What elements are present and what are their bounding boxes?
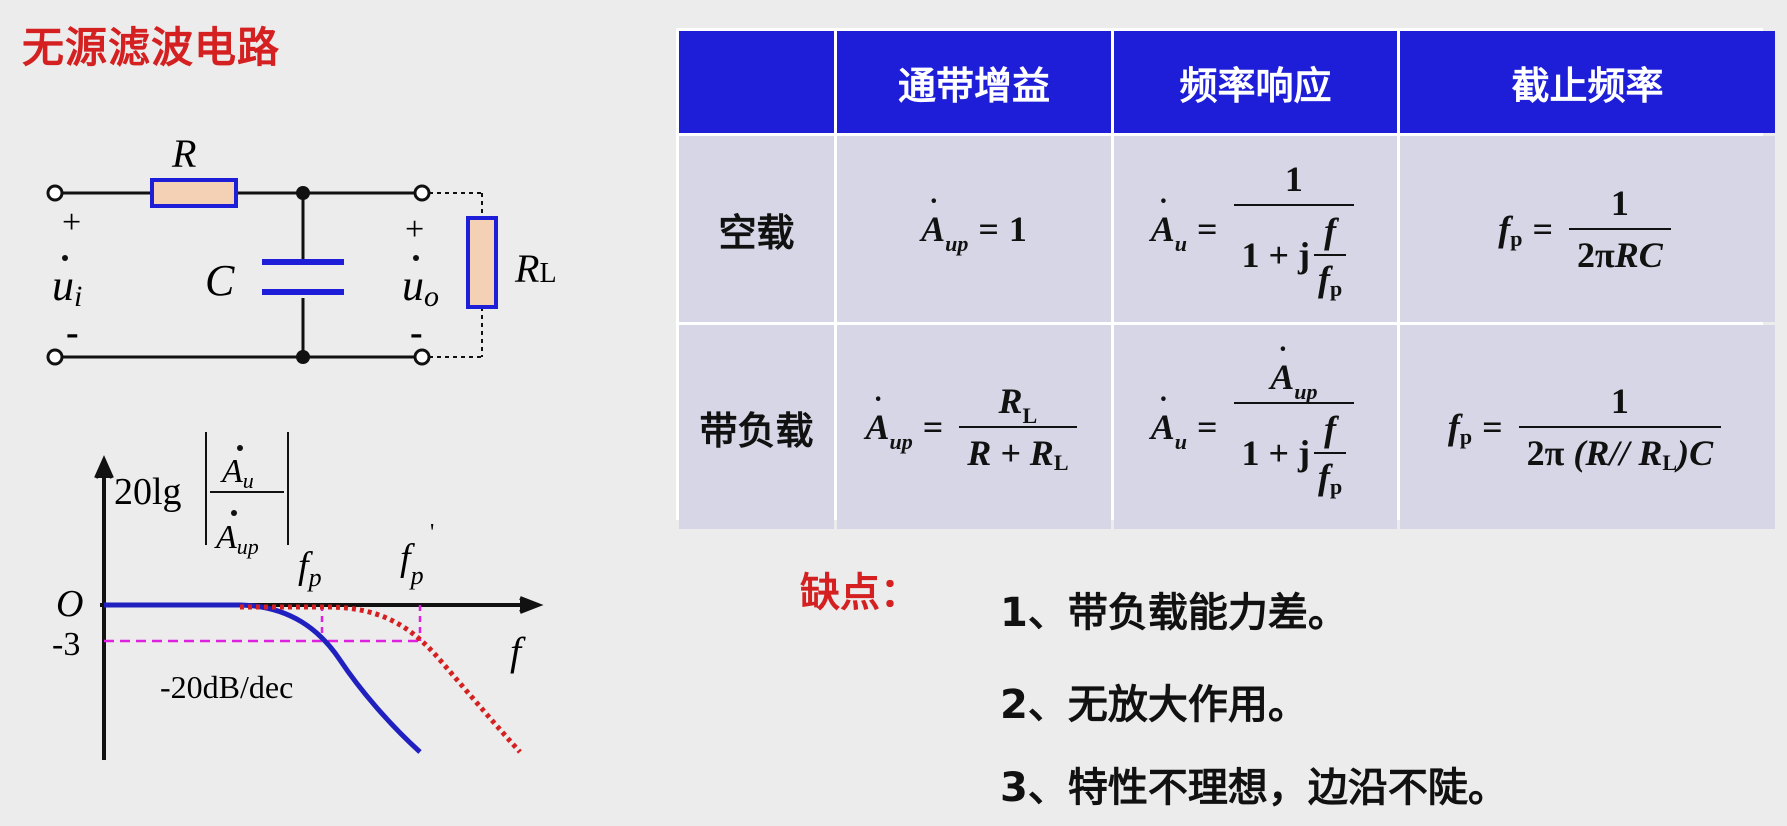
cell-load-gain: Aup = RL R + RL (837, 325, 1111, 529)
header-cutoff-frequency: 截止频率 (1400, 31, 1775, 133)
rc-circuit-diagram: R C RL + - + - ui uo (46, 131, 557, 366)
cell-load-response: Au = Aup 1 + j ffp (1114, 325, 1397, 529)
disadvantages-label: 缺点： (800, 570, 920, 616)
bode-plot: 20lg Au Aup O -3 f fp fp ' -20dB/dec (52, 432, 544, 760)
header-passband-gain: 通带增益 (837, 31, 1111, 133)
bode-slope: -20dB/dec (160, 669, 293, 705)
load-resistor-rl (466, 216, 498, 309)
disadvantage-item-1: 1、带负载能力差。 (1000, 590, 1348, 636)
minus-out: - (410, 312, 423, 354)
row-label-with-load: 带负载 (679, 325, 834, 529)
row-label-no-load: 空载 (679, 136, 834, 322)
disadvantage-item-3: 3、特性不理想，边沿不陡。 (1000, 765, 1508, 811)
svg-text:RL: RL (514, 246, 557, 291)
junction-top (296, 186, 310, 200)
terminal-in-bottom (46, 348, 64, 366)
junction-bottom (296, 350, 310, 364)
svg-text:fp: fp (298, 545, 322, 592)
header-frequency-response: 频率响应 (1114, 31, 1397, 133)
label-uo: u (402, 261, 424, 310)
bode-origin: O (56, 583, 83, 625)
header-empty (679, 31, 834, 133)
plus-in: + (62, 204, 81, 241)
comparison-table: 通带增益 频率响应 截止频率 空载 Aup = 1 Au = 1 1 + j f… (676, 28, 1775, 529)
cell-no-load-gain: Aup = 1 (837, 136, 1111, 322)
label-rl: R (514, 246, 539, 291)
svg-text:Au: Au (220, 453, 254, 493)
svg-text:fp: fp (400, 537, 424, 590)
plus-out: + (405, 211, 424, 248)
svg-text:uo: uo (402, 261, 439, 313)
cell-no-load-response: Au = 1 1 + j ffp (1114, 136, 1397, 322)
page-title: 无源滤波电路 (22, 23, 281, 72)
svg-text:Aup: Aup (214, 519, 259, 559)
resistor-r (150, 178, 238, 208)
bode-f-axis: f (510, 629, 526, 674)
bode-minus3: -3 (52, 626, 80, 663)
label-c: C (205, 256, 235, 305)
svg-text:ui: ui (52, 261, 82, 313)
bode-20lg: 20lg (114, 471, 182, 513)
terminal-in-top (46, 184, 64, 202)
disadvantage-item-2: 2、无放大作用。 (1000, 682, 1308, 728)
label-r: R (171, 131, 196, 176)
label-ui: u (52, 261, 74, 310)
minus-in: - (66, 312, 79, 354)
svg-text:': ' (430, 520, 434, 546)
unloaded-response-curve (240, 604, 522, 754)
